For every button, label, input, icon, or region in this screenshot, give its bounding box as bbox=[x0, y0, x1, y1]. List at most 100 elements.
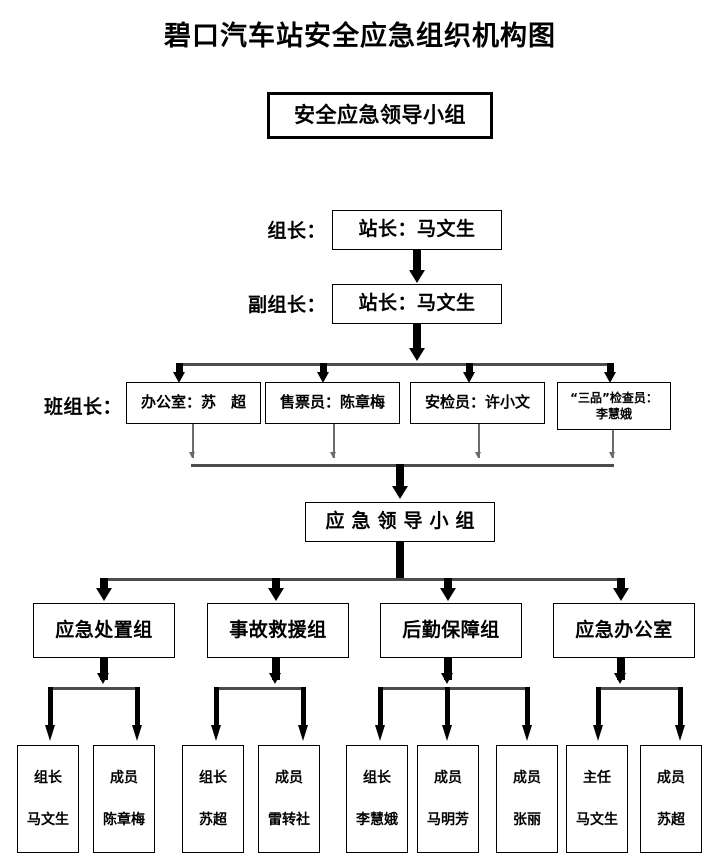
arrow-team-3-converge-icon bbox=[609, 452, 615, 458]
member-name: 李慧娥 bbox=[356, 812, 398, 828]
arrow-to-team-0-icon bbox=[173, 372, 185, 383]
arrow-to-member-2-icon bbox=[211, 725, 221, 741]
label-group-leader: 组长： bbox=[267, 220, 326, 242]
connector-team-stem-1 bbox=[320, 363, 327, 376]
member-name: 马明芳 bbox=[427, 812, 469, 828]
box-group-leader: 站长：马文生 bbox=[332, 210, 502, 250]
arrow-to-member-4-icon bbox=[375, 725, 385, 741]
box-member-8: 成员 苏超 bbox=[640, 745, 702, 853]
connector-team-distribution-bar bbox=[176, 363, 611, 366]
box-label-line1: “三品”检查员： bbox=[570, 390, 658, 405]
arrow-to-member-1-icon bbox=[132, 725, 142, 741]
connector-member-3-stem bbox=[301, 687, 306, 731]
connector-team-1-down bbox=[333, 424, 335, 458]
box-label: 售票员：陈章梅 bbox=[279, 393, 385, 412]
connector-group-stem-1 bbox=[272, 578, 280, 592]
box-group-emergency-response: 应急处置组 bbox=[33, 603, 175, 658]
box-label: 应急办公室 bbox=[575, 618, 673, 641]
arrow-to-member-3-icon bbox=[298, 725, 308, 741]
member-role: 成员 bbox=[657, 769, 685, 786]
connector-to-center-box bbox=[396, 464, 404, 488]
box-group-accident-rescue: 事故救援组 bbox=[207, 603, 349, 658]
box-label: 站长：马文生 bbox=[358, 218, 476, 241]
member-role: 主任 bbox=[583, 769, 611, 786]
box-team-ticket-clerk: 售票员：陈章梅 bbox=[265, 382, 400, 424]
member-name: 陈章梅 bbox=[103, 812, 145, 828]
arrow-to-member-0-icon bbox=[45, 725, 55, 741]
connector-member-1-stem bbox=[135, 687, 140, 731]
connector-group-2-bar bbox=[378, 687, 530, 690]
member-role: 组长 bbox=[34, 769, 62, 786]
connector-team-stem-3 bbox=[607, 363, 614, 376]
arrow-team-1-converge-icon bbox=[330, 452, 336, 458]
box-label: 应急领导小组 bbox=[325, 510, 482, 533]
member-name: 张丽 bbox=[513, 812, 541, 828]
arrow-group-0-down-icon bbox=[97, 673, 109, 684]
box-team-office: 办公室：苏 超 bbox=[126, 382, 261, 424]
page-title: 碧口汽车站安全应急组织机构图 bbox=[164, 21, 556, 52]
connector-group-1-bar bbox=[214, 687, 306, 690]
box-group-emergency-office: 应急办公室 bbox=[553, 603, 695, 658]
box-label: 站长：马文生 bbox=[358, 292, 476, 315]
arrow-to-team-1-icon bbox=[317, 372, 329, 383]
connector-member-8-stem bbox=[678, 687, 683, 731]
box-member-6: 成员 张丽 bbox=[496, 745, 558, 853]
box-team-three-products-inspector: “三品”检查员： 李慧娥 bbox=[557, 382, 671, 430]
connector-team-2-down bbox=[478, 424, 480, 458]
connector-member-4-stem bbox=[378, 687, 383, 731]
arrow-team-0-converge-icon bbox=[189, 452, 195, 458]
arrow-to-team-3-icon bbox=[604, 372, 616, 383]
box-team-security-inspector: 安检员：许小文 bbox=[410, 382, 545, 424]
member-name: 马文生 bbox=[27, 812, 69, 828]
connector-team-stem-2 bbox=[466, 363, 473, 376]
member-role: 成员 bbox=[110, 769, 138, 786]
member-role: 组长 bbox=[199, 769, 227, 786]
arrow-to-member-5-icon bbox=[442, 725, 452, 741]
arrow-to-group-3-icon bbox=[613, 588, 629, 601]
arrow-to-group-2-icon bbox=[440, 588, 456, 601]
arrow-to-team-2-icon bbox=[463, 372, 475, 383]
box-label-line2: 李慧娥 bbox=[595, 407, 632, 421]
arrow-deputy-to-bar-icon bbox=[409, 348, 425, 361]
connector-group-2-stem bbox=[444, 658, 452, 680]
connector-member-2-stem bbox=[214, 687, 219, 731]
member-name: 雷转社 bbox=[268, 812, 310, 828]
connector-team-stem-0 bbox=[176, 363, 183, 376]
box-member-2: 组长 苏超 bbox=[182, 745, 244, 853]
member-role: 成员 bbox=[434, 769, 462, 786]
connector-member-5-stem bbox=[445, 687, 450, 731]
box-label: 安检员：许小文 bbox=[424, 393, 530, 412]
connector-team-3-down bbox=[612, 430, 614, 458]
arrow-group-3-down-icon bbox=[614, 673, 626, 684]
member-role: 组长 bbox=[363, 769, 391, 786]
connector-group-0-bar bbox=[48, 687, 140, 690]
arrow-team-2-converge-icon bbox=[475, 452, 481, 458]
arrow-to-center-box-icon bbox=[392, 486, 408, 499]
connector-group-0-stem bbox=[100, 658, 108, 680]
member-name: 苏超 bbox=[199, 812, 227, 828]
connector-member-6-stem bbox=[525, 687, 530, 731]
connector-member-7-stem bbox=[596, 687, 601, 731]
member-name: 马文生 bbox=[576, 812, 618, 828]
label-team-leader: 班组长： bbox=[43, 396, 122, 418]
box-member-1: 成员 陈章梅 bbox=[93, 745, 155, 853]
box-member-5: 成员 马明芳 bbox=[417, 745, 479, 853]
arrow-to-member-8-icon bbox=[675, 725, 685, 741]
connector-group-distribution-bar bbox=[100, 578, 625, 581]
box-label: 事故救援组 bbox=[229, 618, 327, 641]
arrow-to-group-1-icon bbox=[268, 588, 284, 601]
connector-group-stem-0 bbox=[100, 578, 108, 592]
label-deputy-group-leader: 副组长： bbox=[247, 294, 326, 316]
member-role: 成员 bbox=[513, 769, 541, 786]
arrow-group-2-down-icon bbox=[441, 673, 453, 684]
box-label: 应急处置组 bbox=[55, 618, 153, 641]
box-safety-emergency-leadership-group: 安全应急领导小组 bbox=[267, 92, 493, 139]
member-name: 苏超 bbox=[657, 812, 685, 828]
box-group-logistics-support: 后勤保障组 bbox=[380, 603, 522, 658]
connector-deputy-stem bbox=[413, 324, 421, 352]
box-label: 安全应急领导小组 bbox=[294, 103, 466, 128]
connector-leader-to-deputy bbox=[413, 250, 421, 272]
box-deputy-group-leader: 站长：马文生 bbox=[332, 284, 502, 324]
arrow-to-group-0-icon bbox=[96, 588, 112, 601]
